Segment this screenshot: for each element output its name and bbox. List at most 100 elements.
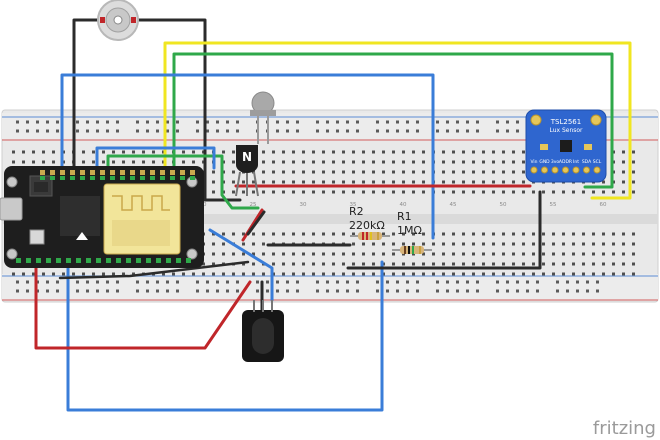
terminal-hole <box>562 242 565 246</box>
rail-hole <box>46 129 49 133</box>
terminal-hole <box>402 170 405 174</box>
terminal-hole <box>552 252 555 256</box>
terminal-hole <box>542 232 545 236</box>
terminal-hole <box>262 252 265 256</box>
terminal-hole <box>372 170 375 174</box>
terminal-hole <box>42 150 45 154</box>
mcu-pin-green <box>180 176 185 180</box>
terminal-hole <box>302 160 305 164</box>
terminal-hole <box>292 190 295 194</box>
terminal-hole <box>382 160 385 164</box>
terminal-hole <box>622 180 625 184</box>
rail-hole <box>416 129 419 133</box>
rail-hole <box>226 289 229 293</box>
rail-hole <box>516 120 519 124</box>
rail-hole <box>276 280 279 284</box>
mcu-pin <box>106 258 111 263</box>
rail-hole <box>286 280 289 284</box>
column-number: 40 <box>400 202 407 208</box>
terminal-hole <box>412 190 415 194</box>
rail-hole <box>56 129 59 133</box>
mcu-pin <box>126 258 131 263</box>
terminal-hole <box>322 170 325 174</box>
wire-red-bottom <box>34 266 252 350</box>
mcu-pin-green <box>130 176 135 180</box>
terminal-hole <box>142 150 145 154</box>
terminal-hole <box>182 160 185 164</box>
terminal-hole <box>192 150 195 154</box>
column-number: 45 <box>450 202 457 208</box>
terminal-hole <box>512 272 515 276</box>
rail-hole <box>286 129 289 133</box>
rail-hole <box>146 120 149 124</box>
sensor-pin-label: Int <box>573 159 579 165</box>
rail-hole <box>466 280 469 284</box>
sensor-pin <box>593 166 601 174</box>
terminal-hole <box>222 242 225 246</box>
terminal-hole <box>392 252 395 256</box>
rail-hole <box>166 120 169 124</box>
terminal-hole <box>482 170 485 174</box>
terminal-hole <box>122 160 125 164</box>
terminal-hole <box>422 272 425 276</box>
rail-hole <box>286 120 289 124</box>
mcu-pin-green <box>100 176 105 180</box>
terminal-hole <box>282 170 285 174</box>
mcu-pin-green <box>190 176 195 180</box>
terminal-hole <box>472 160 475 164</box>
terminal-hole <box>542 252 545 256</box>
rail-hole <box>436 120 439 124</box>
terminal-hole <box>502 252 505 256</box>
sensor-pin <box>562 166 569 174</box>
rail-hole <box>436 280 439 284</box>
terminal-hole <box>522 252 525 256</box>
terminal-hole <box>352 242 355 246</box>
mcu-pin <box>76 258 81 263</box>
terminal-hole <box>392 190 395 194</box>
terminal-hole <box>402 272 405 276</box>
terminal-hole <box>352 150 355 154</box>
terminal-hole <box>472 242 475 246</box>
terminal-hole <box>552 232 555 236</box>
terminal-hole <box>632 190 635 194</box>
terminal-hole <box>32 160 35 164</box>
terminal-hole <box>262 180 265 184</box>
mcu-pin <box>166 258 171 263</box>
rail-hole <box>596 289 599 293</box>
terminal-hole <box>502 170 505 174</box>
terminal-hole <box>272 262 275 266</box>
terminal-hole <box>432 242 435 246</box>
terminal-hole <box>422 180 425 184</box>
terminal-hole <box>372 160 375 164</box>
mcu-pin <box>60 170 65 175</box>
terminal-hole <box>582 242 585 246</box>
terminal-hole <box>242 180 245 184</box>
terminal-hole <box>62 272 65 276</box>
terminal-hole <box>622 170 625 174</box>
terminal-hole <box>482 160 485 164</box>
terminal-hole <box>462 150 465 154</box>
rail-hole <box>196 280 199 284</box>
terminal-hole <box>502 160 505 164</box>
terminal-hole <box>442 272 445 276</box>
r1-value: 1MΩ <box>397 224 422 237</box>
terminal-hole <box>12 160 15 164</box>
terminal-hole <box>82 160 85 164</box>
terminal-hole <box>452 262 455 266</box>
terminal-hole <box>472 150 475 154</box>
mcu-pin <box>70 170 75 175</box>
terminal-hole <box>262 242 265 246</box>
rail-hole <box>396 129 399 133</box>
terminal-hole <box>412 262 415 266</box>
rail-hole <box>566 289 569 293</box>
transistor-body <box>236 145 258 173</box>
terminal-hole <box>572 262 575 266</box>
wires <box>34 18 632 412</box>
resistor-r2: R2 220kΩ <box>349 205 390 240</box>
rail-hole <box>336 289 339 293</box>
rail-hole <box>386 120 389 124</box>
rail-hole <box>256 280 259 284</box>
mcu-header-top <box>40 170 195 180</box>
terminal-hole <box>292 272 295 276</box>
